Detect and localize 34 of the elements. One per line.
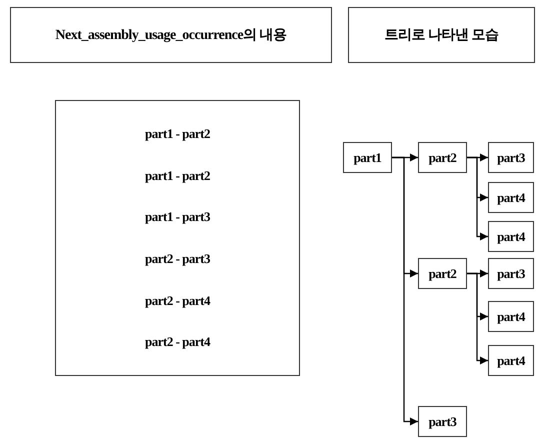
part-label: part3 <box>497 148 525 167</box>
part-box <box>488 182 534 213</box>
arrow <box>467 156 488 240</box>
list-item: part1 - part3 <box>144 208 211 226</box>
list-item: part1 - part2 <box>144 125 211 144</box>
part-box <box>488 258 534 289</box>
part-label: part4 <box>497 188 525 207</box>
part-box <box>488 142 534 173</box>
part-label: part1 <box>354 148 382 167</box>
part-label: part3 <box>428 412 456 431</box>
arrow <box>467 272 488 364</box>
part-box <box>488 345 534 376</box>
arrow <box>392 156 418 426</box>
part-label: part2 <box>428 148 456 167</box>
part-label: part2 <box>428 264 456 283</box>
part-box <box>488 301 534 332</box>
part-label: part4 <box>497 228 525 246</box>
part-label: part3 <box>497 264 525 283</box>
part-box <box>418 142 467 173</box>
list-item: part1 - part2 <box>144 166 211 185</box>
part-label: part4 <box>497 352 525 370</box>
part-box <box>343 142 392 173</box>
header-box <box>348 7 535 63</box>
part-box <box>488 221 534 252</box>
list-item: part2 - part3 <box>144 250 211 268</box>
list-box <box>55 100 300 376</box>
part-label: part4 <box>497 308 525 326</box>
header-text: 트리로 나타낸 모습 <box>384 26 498 44</box>
list-item: part2 - part4 <box>144 292 212 310</box>
list-item: part2 - part4 <box>144 333 212 352</box>
part-box <box>418 258 467 289</box>
header-box <box>10 7 332 63</box>
part-box <box>418 406 467 437</box>
header-text: Next_assembly_usage_occurrence의 내용 <box>55 26 287 44</box>
